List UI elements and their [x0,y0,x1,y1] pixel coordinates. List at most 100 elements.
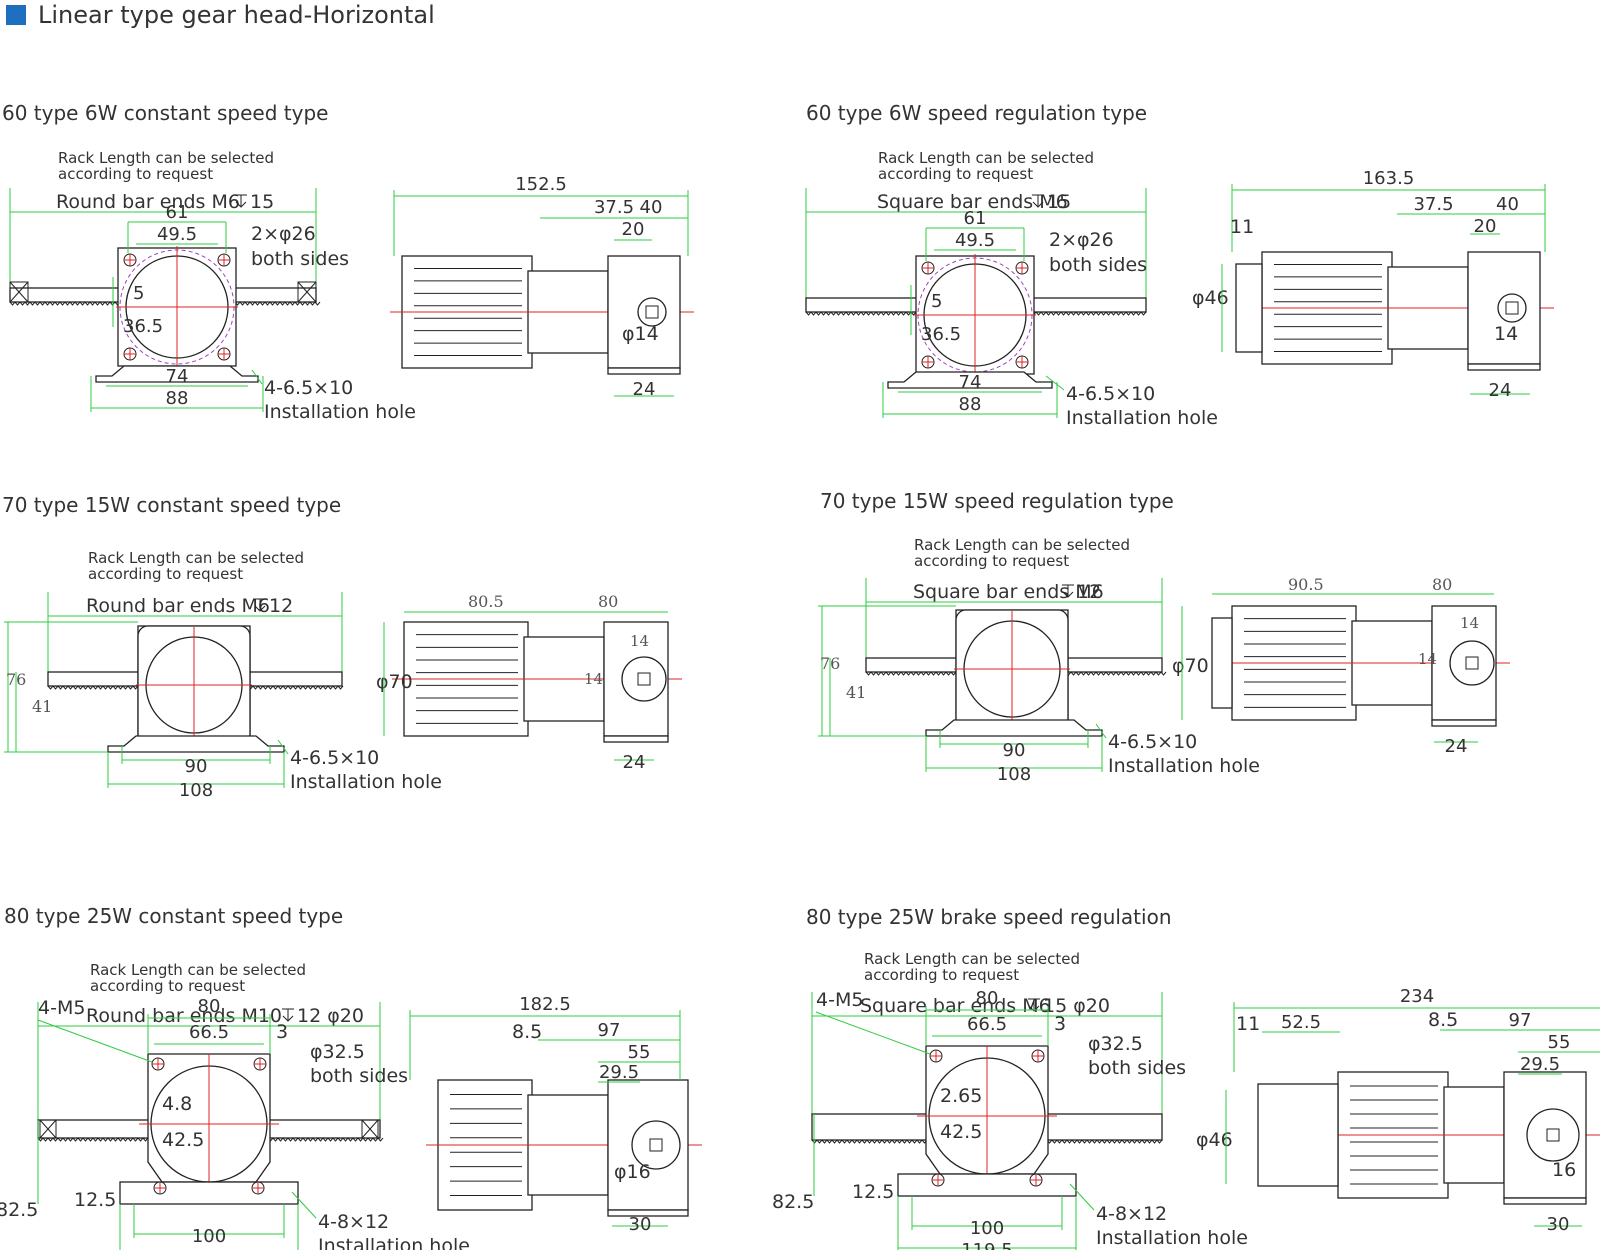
dimension-line [277,739,289,755]
side-foot [1431,719,1497,727]
dimension-label: 80 [1432,575,1452,594]
rack-note: Rack Length can be selected [88,549,304,567]
dimension-label: 12.5 [74,1189,116,1211]
shaft-key [1465,656,1479,670]
bar-ends-depth: 15 [250,191,274,213]
dimension-label: 24 [1489,380,1512,401]
dimension-line [815,1011,931,1055]
rear-cover [1257,1083,1339,1187]
mount-label: Installation hole [318,1235,470,1250]
dimension-label: 108 [179,780,213,801]
output-shaft [621,656,667,702]
dimension-label: 97 [1509,1010,1532,1031]
mount-spec: 4-6.5×10 [1108,731,1197,753]
page-header: Linear type gear head-Horizontal [0,0,435,30]
dimension-label: 82.5 [772,1191,814,1213]
output-shaft [631,1120,681,1170]
dimension-label: 163.5 [1363,168,1415,189]
dimension-label: 30 [1547,1214,1570,1235]
rack-note: Rack Length can be selected [878,149,1094,167]
mount-spec: 4-6.5×10 [264,377,353,399]
depth-symbol-icon [254,598,266,612]
shaft-key [637,672,651,686]
bar-ends-label: Square bar ends M6 [913,581,1104,603]
dimension-label: 11 [1230,216,1254,238]
dimension-line [39,1119,57,1139]
depth-symbol-icon [235,194,247,208]
dimension-label: 8.5 [1428,1009,1458,1031]
dimension-label: 20 [622,219,645,240]
output-shaft [637,297,667,327]
output-shaft [1497,293,1527,323]
dimension-label: 152.5 [515,174,567,195]
dimension-label: 90 [1003,740,1026,761]
dimension-label: 55 [628,1042,651,1063]
dimension-label: φ16 [614,1161,651,1183]
dimension-line [361,1119,379,1139]
section-title: 60 type 6W speed regulation type [806,101,1147,125]
dimension-label: 24 [633,379,656,400]
rack-note: Rack Length can be selected [864,950,1080,968]
rack-end-box [297,281,317,303]
dimension-label: 100 [192,1226,226,1247]
dimension-label: 74 [166,366,189,387]
mount-spec: 4-6.5×10 [290,747,379,769]
dimension-label: 90.5 [1288,575,1324,594]
dimension-label: 40 [1496,194,1519,215]
dimension-label: 88 [166,388,189,409]
dimension-label: φ70 [376,671,413,693]
mounting-foot [887,371,1053,389]
shaft-key [649,1138,663,1152]
dimension-label: 82.5 [0,1199,38,1221]
dimension-label: 30 [629,1214,652,1235]
shaft-note: both sides [310,1065,408,1087]
dimension-label: 37.5 [1413,194,1453,215]
dimension-label: 88 [959,394,982,415]
rack-note: according to request [58,165,213,183]
rear-cover [1235,263,1263,353]
shaft-key [1505,301,1519,315]
dimension-label: 40 [640,197,663,218]
dimension-line [1095,723,1107,739]
dimension-label: 80.5 [468,592,504,611]
dimension-label: 14 [1460,614,1479,632]
bar-ends-label: Square bar ends M6 [877,191,1068,213]
dimension-label: 4-M5 [816,989,863,1011]
rack-note: Rack Length can be selected [58,149,274,167]
rack-note: according to request [878,165,1033,183]
dimension-label: 24 [1445,736,1468,757]
dimension-line [1045,375,1065,391]
dimension-label: 80 [598,592,618,611]
bar-ends-depth: 15 [1047,191,1071,213]
depth-symbol-icon [1062,584,1074,598]
mounting-foot [897,1173,1077,1197]
rack-note: according to request [864,966,1019,984]
dimension-label: 49.5 [157,224,197,245]
section-title: 80 type 25W constant speed type [4,904,343,928]
bar-ends-label: Round bar ends M6 [86,595,270,617]
mount-spec: 4-6.5×10 [1066,383,1155,405]
dimension-label: 55 [1548,1032,1571,1053]
dimension-label: 29.5 [599,1062,639,1083]
dimension-line [251,369,263,385]
rack-note: Rack Length can be selected [914,536,1130,554]
dimension-label: φ70 [1172,655,1209,677]
rack-end-box [9,281,29,303]
dimension-label: 16 [1552,1159,1576,1181]
mount-label: Installation hole [290,771,442,793]
dimension-label: 37.5 [594,197,634,218]
bar-ends-label: Round bar ends M10 [86,1005,282,1027]
dimension-label: 11 [1236,1013,1260,1035]
bar-ends-label: Round bar ends M6 [56,191,240,213]
dimension-label: 119.5 [961,1240,1013,1250]
dimension-line [291,1191,317,1219]
dimension-line [1069,1183,1095,1211]
rack-end-box [361,1119,379,1139]
dimension-label: φ14 [622,323,659,345]
